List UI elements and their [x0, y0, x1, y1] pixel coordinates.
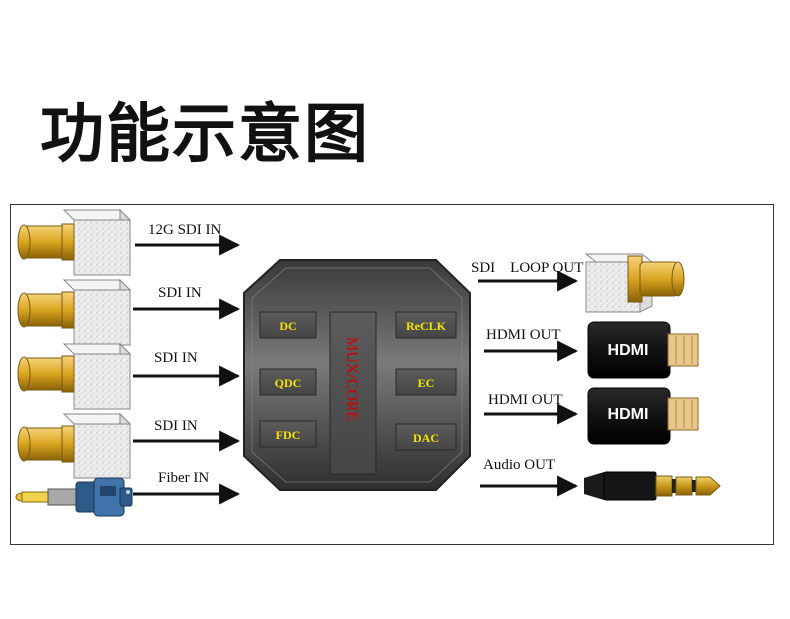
block-qdc: QDC	[259, 368, 317, 396]
input-1-bnc-connector-icon	[17, 208, 132, 277]
input-3-label: SDI IN	[154, 350, 198, 366]
input-4-label: SDI IN	[154, 418, 198, 434]
block-ec: EC	[395, 368, 457, 396]
output-2-label: HDMI OUT	[486, 327, 561, 343]
block-ec-label: EC	[418, 376, 435, 390]
diagram-frame	[10, 204, 774, 545]
block-dc: DC	[259, 311, 317, 339]
output-3-hdmi-text: HDMI	[608, 406, 649, 423]
output-4-label: Audio OUT	[483, 457, 555, 473]
input-5-label: Fiber IN	[158, 470, 209, 486]
block-dac: DAC	[395, 423, 457, 451]
output-4-audio-jack-icon	[584, 471, 721, 501]
mux-core-block: MUX/CORE	[329, 311, 377, 475]
output-1-bnc-connector-icon	[584, 253, 685, 313]
output-2-hdmi-plug-icon: HDMI	[587, 321, 699, 379]
input-2-label: SDI IN	[158, 285, 202, 301]
page-title: 功能示意图	[40, 98, 370, 172]
output-1-label: SDI LOOP OUT	[471, 260, 583, 276]
input-4-bnc-connector-icon	[17, 412, 132, 480]
block-dac-label: DAC	[413, 431, 439, 445]
block-qdc-label: QDC	[275, 376, 302, 390]
input-3-bnc-connector-icon	[17, 342, 132, 411]
output-3-hdmi-plug-icon: HDMI	[587, 387, 699, 445]
block-dc-label: DC	[279, 319, 296, 333]
output-2-hdmi-text: HDMI	[608, 342, 649, 359]
block-fdc-label: FDC	[276, 428, 301, 442]
mux-core-label: MUX/CORE	[343, 337, 360, 421]
block-reclk: ReCLK	[395, 311, 457, 339]
block-reclk-label: ReCLK	[406, 319, 447, 333]
input-5-fiber-connector-icon	[15, 477, 133, 517]
input-2-bnc-connector-icon	[17, 278, 132, 347]
output-3-label: HDMI OUT	[488, 392, 563, 408]
input-1-label: 12G SDI IN	[148, 222, 221, 238]
block-fdc: FDC	[259, 420, 317, 448]
